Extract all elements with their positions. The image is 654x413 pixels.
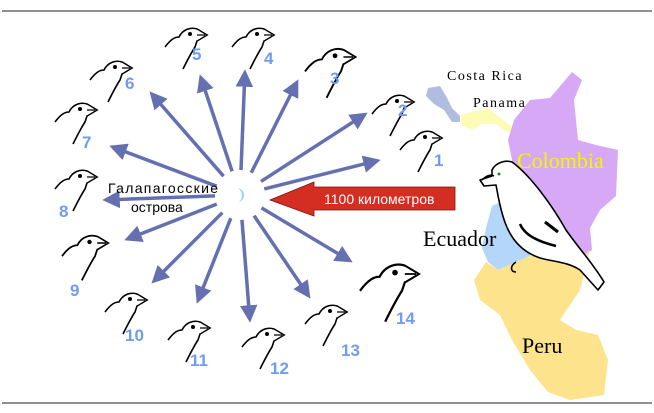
- label-colombia: Colombia: [517, 148, 604, 173]
- finch-number-13: 13: [341, 341, 360, 360]
- arrow-to-finch-5: [196, 74, 234, 172]
- finch-head-11: [167, 320, 212, 363]
- finch-number-8: 8: [59, 202, 68, 221]
- label-costa-rica: Costa Rica: [447, 69, 523, 84]
- radiation-arrows: [102, 69, 381, 323]
- arrow-to-finch-9: [124, 202, 218, 243]
- island-icon: [238, 188, 245, 202]
- finch-number-4: 4: [264, 49, 274, 68]
- finch-number-11: 11: [190, 351, 208, 370]
- arrow-to-finch-7: [109, 143, 218, 188]
- arrow-to-finch-14: [260, 206, 353, 263]
- finch-number-3: 3: [330, 69, 339, 88]
- finch-number-1: 1: [434, 151, 443, 170]
- south-america-map: Costa Rica Panama Colombia Ecuador Peru: [423, 69, 618, 400]
- galapagos-origin: [220, 175, 260, 215]
- costa-rica-region: [426, 86, 460, 122]
- label-panama: Panama: [473, 96, 526, 111]
- finch-head-1: [399, 130, 444, 173]
- finch-number-9: 9: [70, 281, 79, 300]
- finch-head-13: [304, 304, 349, 347]
- origin-label-line1: Галапагосские: [108, 180, 218, 196]
- finch-head-14: [359, 263, 421, 323]
- distance-arrow: 1100 километров: [268, 181, 456, 217]
- finch-head-8: [54, 169, 99, 212]
- peru-region: [474, 250, 608, 400]
- distance-label: 1100 километров: [324, 191, 434, 207]
- mainland-finch-illustration: [479, 160, 605, 291]
- arrow-to-finch-10: [151, 211, 224, 284]
- finch-head-7: [54, 102, 99, 145]
- arrow-to-finch-11: [195, 217, 233, 304]
- label-ecuador: Ecuador: [423, 226, 497, 251]
- arrow-to-finch-3: [249, 79, 299, 174]
- finch-number-12: 12: [270, 359, 289, 378]
- finch-head-12: [241, 327, 286, 370]
- finch-number-5: 5: [192, 45, 201, 64]
- panama-region: [460, 108, 518, 136]
- finch-head-2: [371, 94, 416, 137]
- finch-number-2: 2: [398, 101, 407, 120]
- finch-head-10: [104, 292, 149, 335]
- finch-head-4: [231, 27, 276, 70]
- finch-head-3: [304, 47, 358, 99]
- finch-number-10: 10: [125, 326, 144, 345]
- finch-number-14: 14: [396, 309, 415, 328]
- finch-head-6: [89, 60, 134, 103]
- arrow-to-finch-2: [260, 112, 368, 183]
- arrow-to-finch-1: [263, 155, 381, 191]
- finch-number-6: 6: [125, 74, 134, 93]
- arrow-to-finch-6: [149, 91, 225, 178]
- finch-head-9: [61, 234, 110, 281]
- arrow-to-finch-8: [102, 190, 216, 209]
- origin-halo: [220, 175, 260, 215]
- arrow-to-finch-12: [239, 219, 258, 323]
- arrow-to-finch-13: [252, 214, 311, 299]
- finch-number-7: 7: [82, 133, 91, 152]
- arrow-to-finch-4: [235, 69, 254, 171]
- origin-label-line2: острова: [131, 199, 183, 215]
- label-peru: Peru: [522, 333, 562, 358]
- finch-head-5: [164, 27, 209, 70]
